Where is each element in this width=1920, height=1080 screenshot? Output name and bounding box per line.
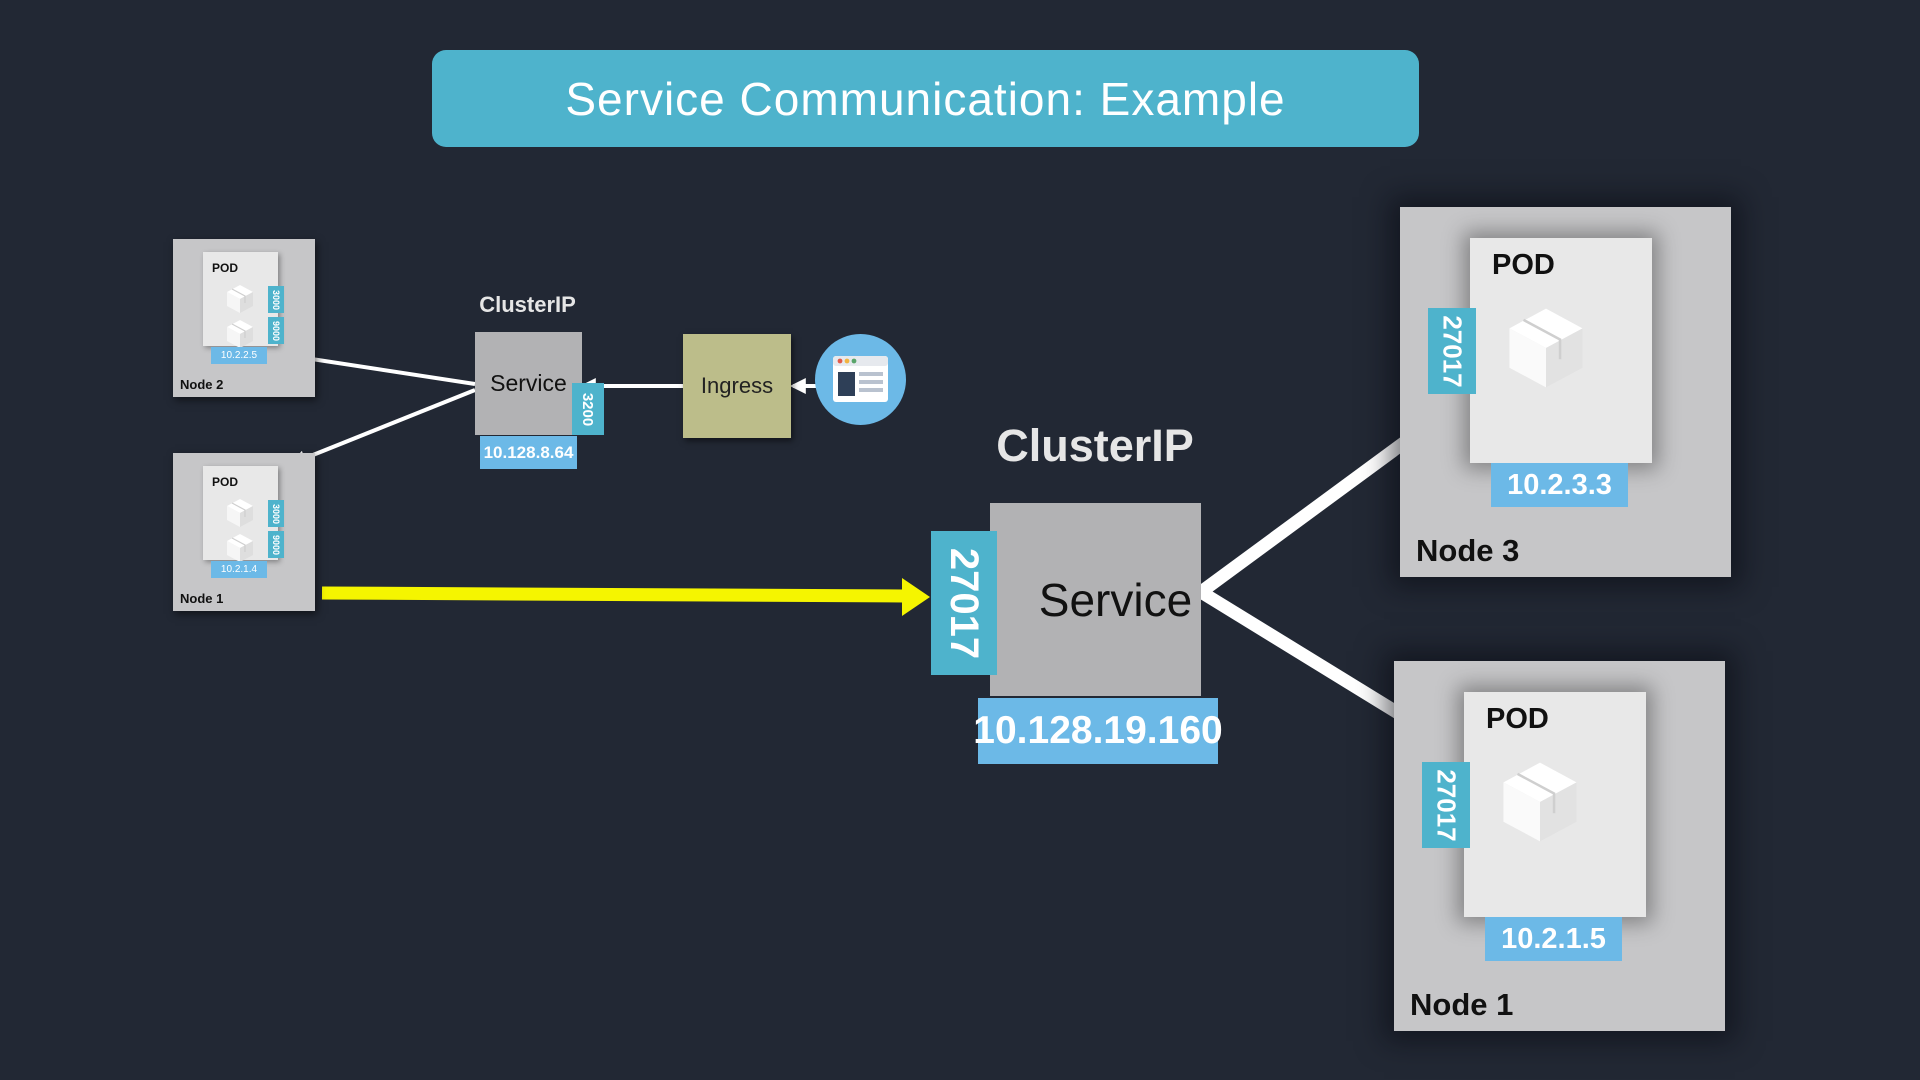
arrow-main-service-to-node1-pod [1197, 586, 1433, 738]
port-tag-3000: 3000 [268, 500, 284, 527]
node-label: Node 1 [180, 591, 224, 606]
small-service-ip-tag: 10.128.8.64 [480, 436, 577, 469]
cube-icon [1509, 308, 1583, 388]
arrow-node1-to-main-service [321, 586, 905, 603]
pod-port-tag: 27017 [1428, 308, 1476, 394]
cube-icon [1503, 762, 1577, 842]
cube-icon [227, 285, 253, 313]
node-1-big: POD 27017 10.2.1.5 Node 1 [1394, 661, 1725, 1031]
pod-label: POD [1486, 703, 1549, 735]
main-service-ip-tag: 10.128.19.160 [973, 698, 1223, 764]
arrow-service-to-node2-pod [288, 350, 476, 386]
pod-label: POD [212, 261, 239, 275]
main-clusterip-label: ClusterIP [996, 420, 1194, 471]
pod-ip-tag: 10.2.1.5 [1485, 917, 1622, 961]
small-clusterip-label: ClusterIP [479, 292, 576, 317]
node-label: Node 1 [1410, 987, 1514, 1022]
small-service-port-tag: 3200 [572, 383, 604, 435]
pod-port-tag: 27017 [1422, 762, 1470, 848]
title-text: Service Communication: Example [565, 72, 1286, 125]
cube-icon [227, 534, 253, 562]
pod-label: POD [1492, 249, 1555, 281]
ingress-box: Ingress [683, 334, 791, 438]
node-1-small: POD 3000 9000 10.2.1.4 Node 1 [173, 453, 315, 611]
title-banner: Service Communication: Example [432, 50, 1419, 147]
browser-window-icon [815, 334, 906, 425]
pod-node2: POD 3000 9000 [203, 252, 284, 348]
port-tag-3000: 3000 [268, 286, 284, 313]
main-service-port-tag: 27017 [931, 531, 997, 675]
main-service-box: Service [990, 503, 1201, 696]
pod-node3: POD [1470, 238, 1652, 463]
node-label: Node 2 [180, 377, 224, 392]
node-2-small: POD 3000 9000 10.2.2.5 Node 2 [173, 239, 315, 397]
pod-ip-tag: 10.2.1.4 [211, 561, 267, 578]
node-label: Node 3 [1416, 533, 1520, 568]
pod-ip-tag: 10.2.2.5 [211, 347, 267, 364]
arrow-main-service-to-node3-pod [1197, 422, 1428, 598]
small-service-box: Service [475, 332, 582, 435]
pod-ip-tag: 10.2.3.3 [1491, 463, 1628, 507]
pod-node1: POD 3000 9000 [203, 466, 284, 562]
arrow-service-to-node1-pod [290, 388, 476, 466]
pod-node1-right: POD [1464, 692, 1646, 917]
cube-icon [227, 499, 253, 527]
node-3-big: POD 27017 10.2.3.3 Node 3 [1400, 207, 1731, 577]
port-tag-9000: 9000 [268, 531, 284, 558]
port-tag-9000: 9000 [268, 317, 284, 344]
cube-icon [227, 320, 253, 348]
arrow-node1-to-main-service-head [902, 578, 930, 616]
pod-label: POD [212, 475, 239, 489]
